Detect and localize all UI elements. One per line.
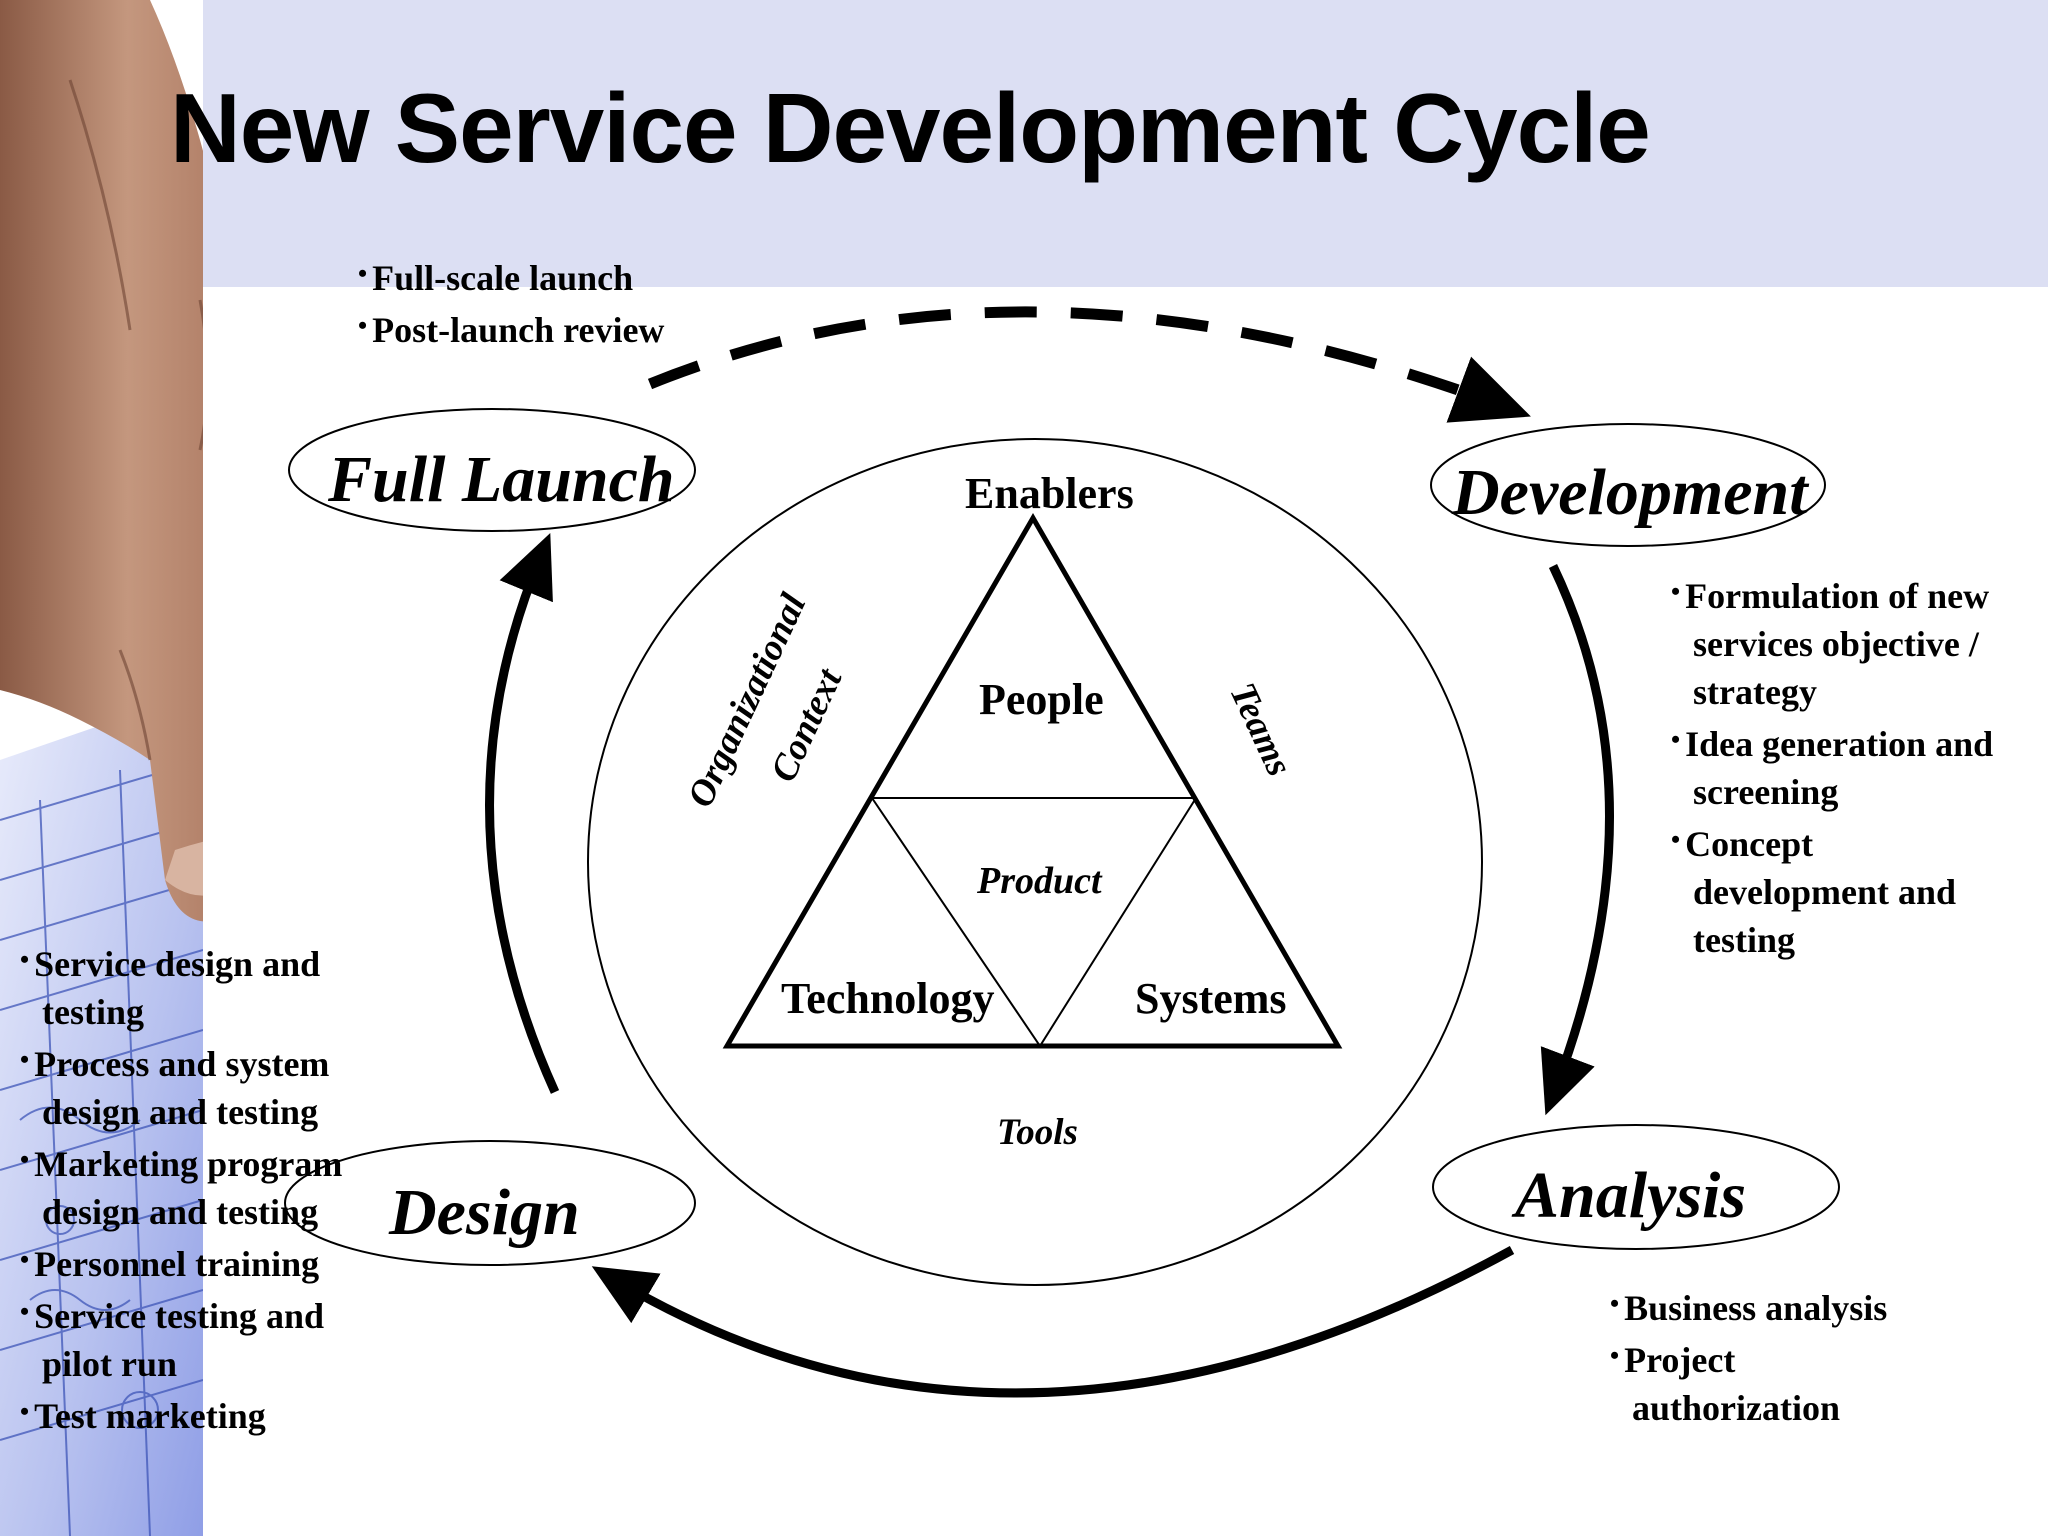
list-item: Post-launch review xyxy=(358,302,688,354)
list-item: Idea generation and screening xyxy=(1671,716,2011,816)
label-people: People xyxy=(979,675,1104,724)
list-item: Test marketing xyxy=(20,1388,395,1440)
product-inner-triangle xyxy=(871,797,1197,1048)
header-band xyxy=(203,0,2048,287)
label-tools: Tools xyxy=(997,1112,1078,1153)
list-item: Business analysis xyxy=(1610,1280,1940,1332)
label-technology: Technology xyxy=(781,974,995,1023)
stage-label-full-launch: Full Launch xyxy=(328,443,675,516)
full-launch-ellipse xyxy=(288,408,696,532)
label-product: Product xyxy=(977,860,1102,902)
list-item: Formulation of new services objective / … xyxy=(1671,568,2011,716)
design-bullets: Service design and testing Process and s… xyxy=(20,936,395,1440)
dashed-arrow-full-launch-to-development xyxy=(647,306,1531,423)
development-bullets: Formulation of new services objective / … xyxy=(1671,568,2011,964)
arrow-design-to-full-launch xyxy=(485,533,560,1094)
full-launch-bullets: Full-scale launch Post-launch review xyxy=(358,250,688,354)
list-item: Service testing and pilot run xyxy=(20,1288,395,1388)
stage-label-development: Development xyxy=(1452,456,1808,529)
arrow-analysis-to-design xyxy=(591,1246,1515,1398)
label-systems: Systems xyxy=(1135,974,1287,1023)
analysis-ellipse xyxy=(1432,1124,1840,1250)
list-item: Project authorization xyxy=(1610,1332,1940,1432)
list-item: Service design and testing xyxy=(20,936,395,1036)
list-item: Process and system design and testing xyxy=(20,1036,395,1136)
development-ellipse xyxy=(1430,423,1826,547)
analysis-bullets: Business analysis Project authorization xyxy=(1610,1280,1940,1432)
slide-title: New Service Development Cycle xyxy=(170,73,1651,183)
list-item: Marketing program design and testing xyxy=(20,1136,395,1236)
label-enablers: Enablers xyxy=(965,469,1134,518)
enablers-triangle xyxy=(722,513,1343,1049)
arrow-development-to-analysis xyxy=(1540,564,1614,1116)
stage-label-design: Design xyxy=(389,1176,580,1249)
stage-label-analysis: Analysis xyxy=(1515,1159,1747,1232)
list-item: Concept development and testing xyxy=(1671,816,2011,964)
list-item: Personnel training xyxy=(20,1236,395,1288)
list-item: Full-scale launch xyxy=(358,250,688,302)
outer-circle xyxy=(587,438,1483,1286)
